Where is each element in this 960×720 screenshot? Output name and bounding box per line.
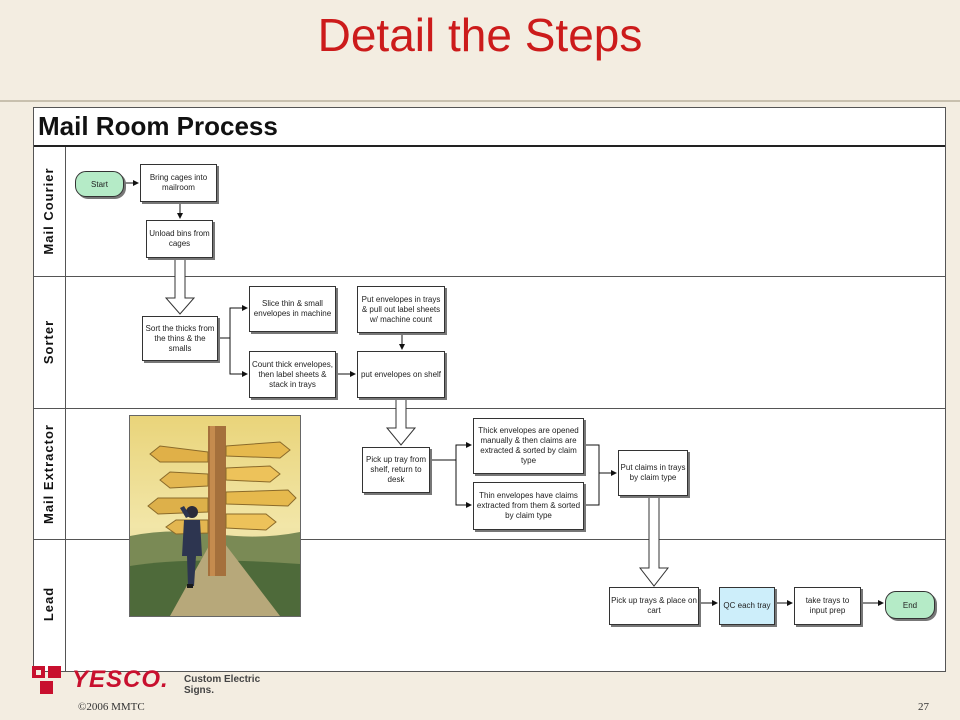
lane-separator [34,408,945,409]
lane-label-column [34,147,66,671]
lane-separator [34,539,945,540]
end-terminal: End [885,591,935,619]
signpost-picture [129,415,301,617]
step-sort-thicks: Sort the thicks from the thins & the sma… [142,316,218,361]
start-terminal: Start [75,171,124,197]
step-put-claims: Put claims in trays by claim type [618,450,688,496]
title-divider [0,100,960,102]
lane-separator [34,276,945,277]
step-bring-cages: Bring cages into mailroom [140,164,217,202]
step-qc-tray: QC each tray [719,587,775,625]
step-pick-up-trays: Pick up trays & place on cart [609,587,699,625]
page-number: 27 [918,701,929,713]
yesco-logo-mark [32,666,61,694]
step-unload-bins: Unload bins from cages [146,220,213,258]
step-pick-up-tray: Pick up tray from shelf, return to desk [362,447,430,493]
connector-lines [122,180,884,606]
copyright: ©2006 MMTC [78,701,145,713]
slide-title: Detail the Steps [317,9,643,61]
logo-name: YESCO. [72,666,169,693]
step-thin-extracted: Thin envelopes have claims extracted fro… [473,482,584,530]
yesco-logo: YESCO. Custom Electric Signs. [32,664,292,696]
step-put-envelopes-trays: Put envelopes in trays & pull out label … [357,286,445,333]
step-put-on-shelf: put envelopes on shelf [357,351,445,398]
step-slice-thin: Slice thin & small envelopes in machine [249,286,336,332]
logo-tagline: Custom Electric Signs. [184,674,261,696]
diagram-title: Mail Room Process [38,111,278,141]
swimlane-diagram: Mail Room Process Mail Courier Sorter Ma… [33,107,946,672]
diagram-title-rule [34,145,945,147]
step-count-thick: Count thick envelopes, then label sheets… [249,351,336,398]
step-take-trays: take trays to input prep [794,587,861,625]
step-thick-opened: Thick envelopes are opened manually & th… [473,418,584,474]
